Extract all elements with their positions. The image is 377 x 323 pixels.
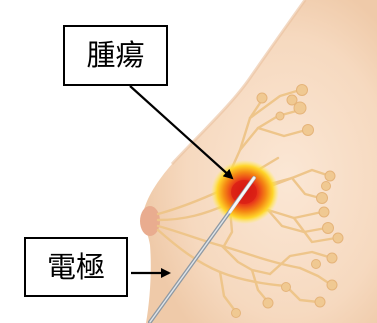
electrode-label-box: 電極 [24, 237, 128, 297]
tumor-label: 腫瘍 [86, 41, 144, 70]
electrode-label: 電極 [47, 253, 105, 282]
nipple [140, 206, 160, 236]
breast-body [143, 0, 377, 323]
tumor-label-box: 腫瘍 [63, 25, 168, 86]
